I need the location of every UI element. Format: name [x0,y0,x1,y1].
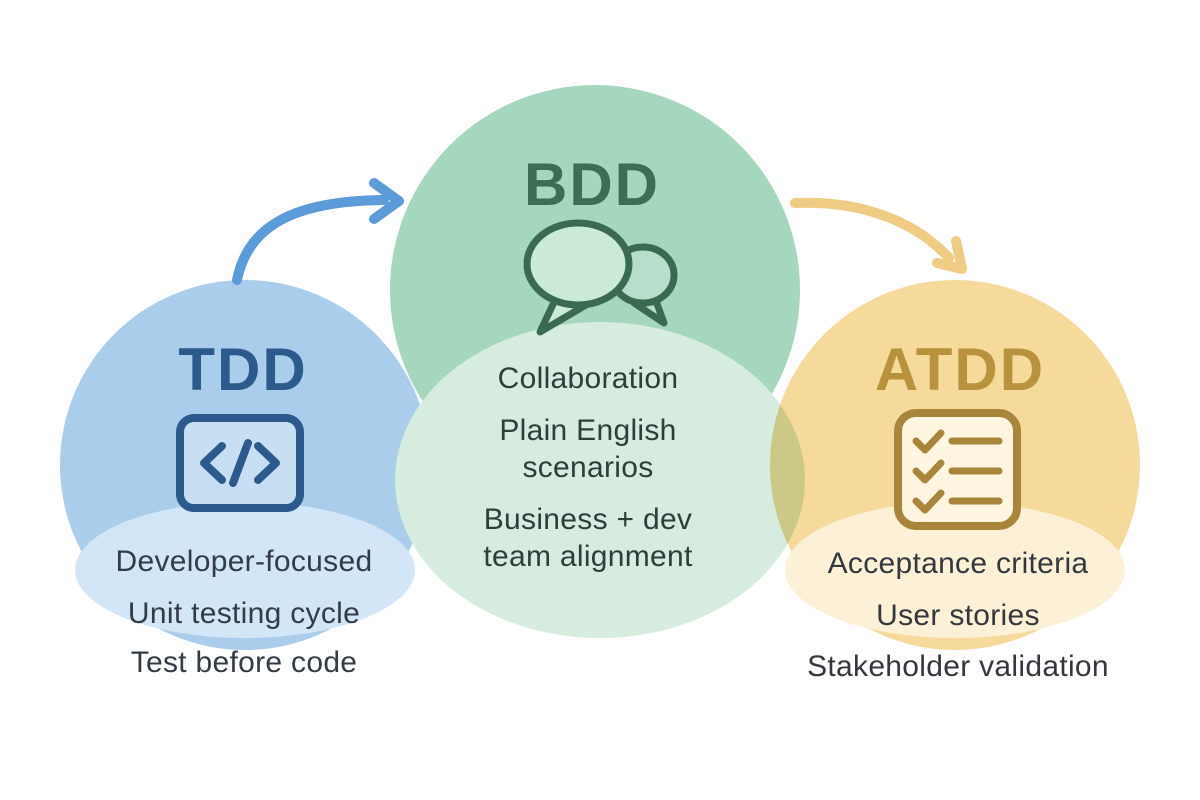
checklist-check-3 [912,489,945,514]
bdd-title: BDD [524,151,660,218]
bdd-item-business-dev-line1: Business + dev [484,503,693,536]
tdd-item-developer-focused: Developer-focused [116,545,373,578]
bdd-item-business-dev-line2: team alignment [483,540,693,573]
arrow-tdd-to-bdd-shaft [232,195,389,285]
arrow-bdd-to-atdd-head [932,236,967,274]
tdd-item-test-before-code: Test before code [131,646,358,679]
bdd-item-plain-english-line2: scenarios [522,451,653,484]
tdd-item-unit-testing-cycle: Unit testing cycle [128,597,360,630]
code-icon-right-angle [254,442,280,484]
arrow-bdd-to-atdd [790,197,967,274]
tdd-title: TDD [178,336,307,403]
checklist-check-2 [912,459,945,484]
atdd-title: ATDD [875,336,1045,403]
chat-bubbles-icon [523,219,678,336]
atdd-item-acceptance-criteria: Acceptance criteria [828,547,1089,580]
atdd-item-user-stories: User stories [876,599,1040,632]
code-icon [176,414,304,512]
bdd-inner-highlight [395,322,805,638]
arrow-bdd-to-atdd-shaft [790,197,954,263]
code-icon-slash [229,439,252,487]
arrow-tdd-to-bdd-head [369,178,404,224]
code-icon-left-angle [200,442,226,484]
atdd-item-stakeholder-validation: Stakeholder validation [807,650,1109,683]
atdd-inner-highlight [785,502,1125,638]
arrow-tdd-to-bdd [232,178,404,285]
checklist-icon [894,409,1021,530]
tdd-inner-highlight [75,502,415,638]
checklist-check-1 [912,429,945,454]
chat-bubble-front [523,219,633,309]
bdd-item-collaboration: Collaboration [498,362,679,395]
bdd-item-plain-english-line1: Plain English [499,414,676,447]
